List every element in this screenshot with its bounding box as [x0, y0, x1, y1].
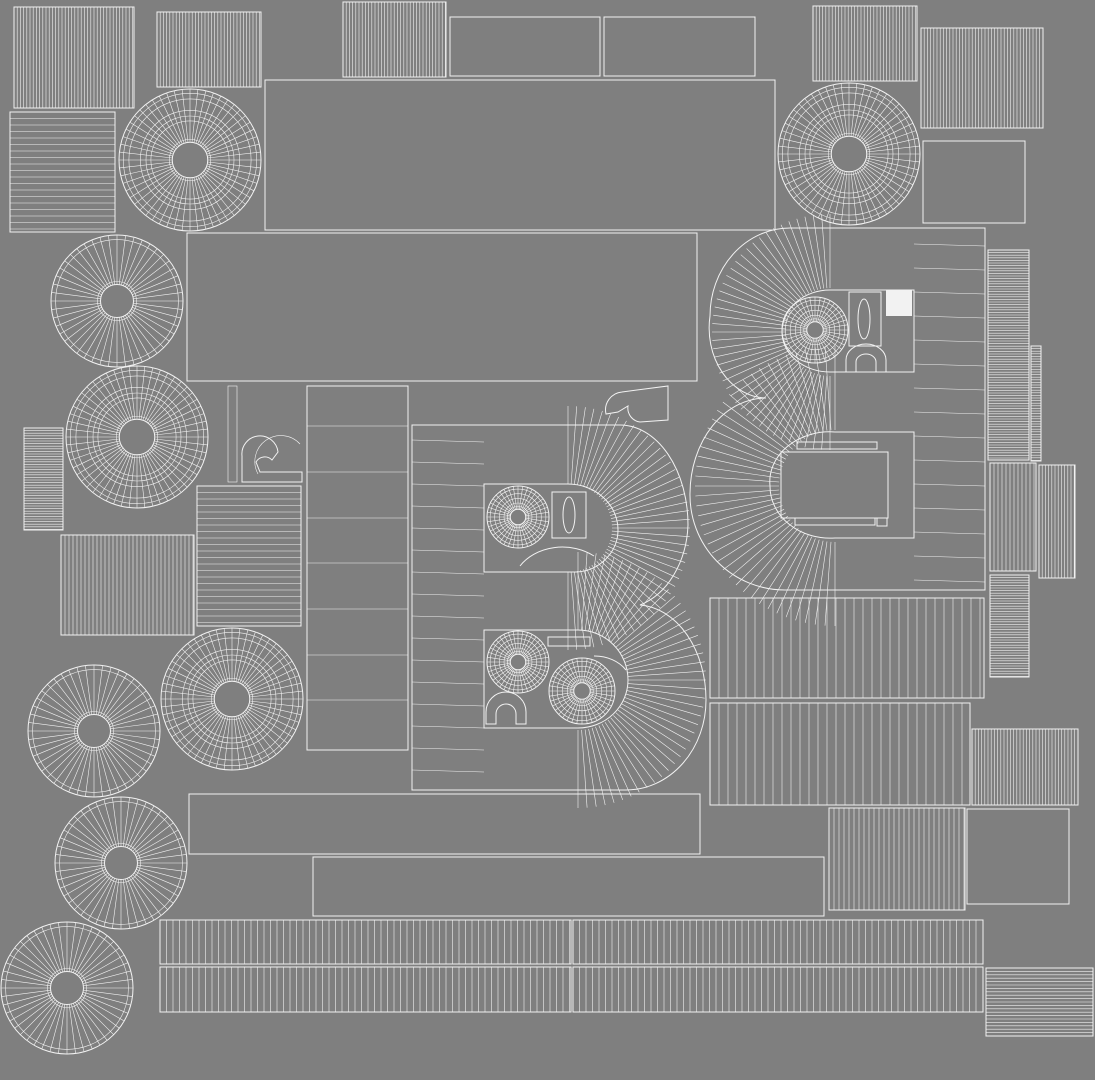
hook-islands — [227, 385, 669, 483]
curved-island-right — [689, 214, 986, 626]
hatch-right-mid-a — [989, 462, 1037, 572]
disc-left-a — [50, 234, 184, 368]
disc-left-f — [0, 921, 134, 1055]
hatched-islands — [9, 1, 1094, 1037]
column-island — [306, 385, 409, 751]
island-upper-panel — [186, 232, 698, 382]
island-right-square — [922, 140, 1026, 224]
hatch-right-top — [920, 27, 1044, 129]
disc-left-e — [54, 796, 188, 930]
curved-island-center — [411, 406, 707, 808]
hatch-bottom-right — [828, 807, 966, 911]
island-right-lower-square — [966, 808, 1070, 905]
hatch-top-c — [342, 1, 447, 78]
disc-inner-b — [486, 630, 550, 694]
hatch-left-mid — [60, 534, 195, 636]
hatch-bottom-b2 — [572, 966, 984, 1013]
disc-inner-a — [486, 485, 550, 549]
plain-islands — [186, 16, 1070, 917]
island-top-small-a — [449, 16, 601, 77]
disc-left-c — [160, 627, 304, 771]
disc-top-right — [777, 82, 921, 226]
hatch-top-b — [156, 11, 262, 88]
island-bottom-strip-b — [312, 856, 825, 917]
hatch-bottom-a1 — [159, 919, 572, 965]
hatch-lower-right — [971, 728, 1079, 806]
disc-inner-c — [548, 657, 616, 725]
inner-details — [485, 290, 912, 725]
disc-left-d — [27, 664, 161, 798]
disc-inner-d — [781, 296, 849, 364]
hatch-right-thin — [1030, 345, 1042, 462]
island-top-small-b — [603, 16, 756, 77]
disc-islands — [0, 82, 921, 1055]
hatch-right-lower — [989, 574, 1030, 678]
hatch-top-left — [13, 6, 135, 109]
hatch-mid-left — [196, 485, 302, 627]
hatch-bottom-a2 — [572, 919, 984, 965]
hatch-left-upper — [9, 111, 116, 233]
hatch-left-small — [23, 427, 64, 531]
island-top-panel — [264, 79, 776, 231]
island-bottom-strip-a — [188, 793, 701, 855]
disc-left-b — [65, 365, 209, 509]
hatch-right-tall — [987, 249, 1030, 461]
hatch-bottom-b1 — [159, 966, 572, 1013]
hatch-lower-a — [709, 597, 985, 699]
hatch-top-right — [812, 5, 918, 82]
disc-top-left — [118, 88, 262, 232]
hatch-lower-b — [709, 702, 971, 806]
hatch-right-mid-b — [1038, 464, 1076, 579]
hatch-bottom-corner — [985, 967, 1094, 1037]
